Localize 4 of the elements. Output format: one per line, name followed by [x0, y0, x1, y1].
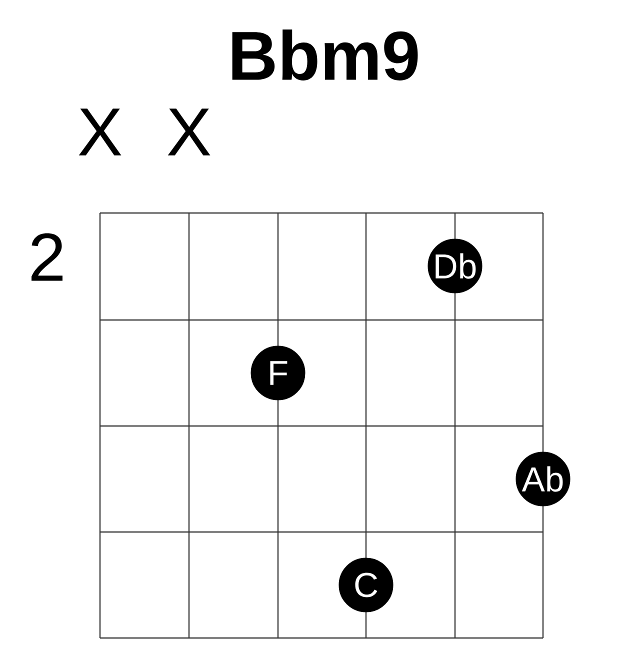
mute-mark: X: [78, 108, 122, 156]
chord-title: Bbm9: [232, 30, 418, 80]
fret-number: 2: [32, 233, 62, 281]
mute-mark: X: [168, 108, 210, 156]
